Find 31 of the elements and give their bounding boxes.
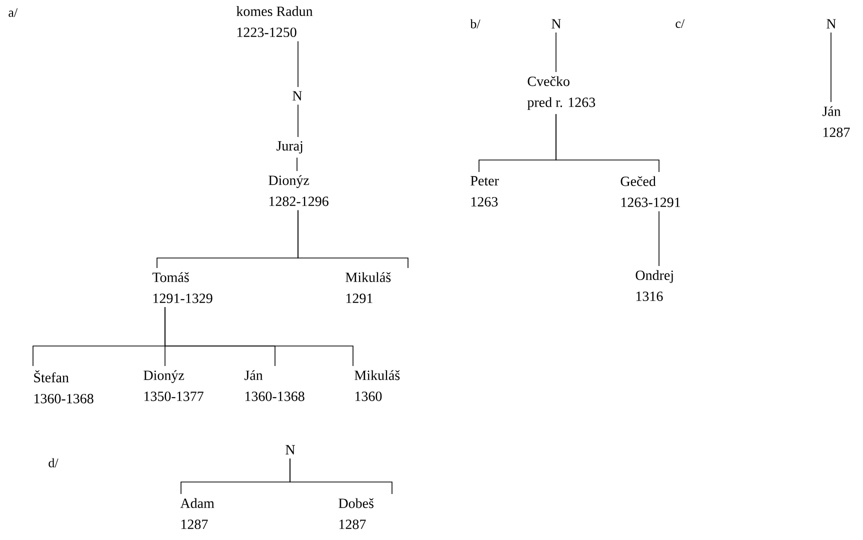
person-entry: N <box>292 91 302 100</box>
tree-line <box>164 306 354 366</box>
person-entry: N <box>826 19 836 28</box>
person-entry: Dionýz 1350-1377 <box>144 370 204 402</box>
person-entry: Dobeš 1287 <box>338 498 374 530</box>
panel-label: c/ <box>676 19 685 28</box>
person-entry: Cvečko pred r. 1263 <box>527 76 596 110</box>
person-entry: N <box>286 445 295 454</box>
person-entry: komes Radun 1223-1250 <box>236 6 313 38</box>
tree-line <box>658 210 660 266</box>
person-entry: Ondrej 1316 <box>636 270 673 302</box>
person-entry: Adam 1287 <box>180 498 214 530</box>
panel-label: a/ <box>8 8 18 17</box>
person-entry: Tomáš 1291-1329 <box>152 272 212 304</box>
tree-line <box>290 458 392 494</box>
person-entry: Dionýz 1282-1296 <box>268 175 328 206</box>
panel-label: d/ <box>48 458 58 468</box>
person-entry: Ján 1287 <box>822 106 850 138</box>
panel-label: b/ <box>470 19 480 28</box>
person-entry: Juraj <box>276 141 302 154</box>
tree-line <box>296 157 298 172</box>
tree-line <box>556 114 660 172</box>
person-entry: Ján 1360-1368 <box>244 370 304 402</box>
tree-line <box>830 32 832 102</box>
person-entry: Štefan 1360-1368 <box>34 370 94 404</box>
person-entry: Peter 1263 <box>470 176 499 206</box>
person-entry: Mikuláš 1360 <box>354 370 400 402</box>
tree-line <box>298 210 408 268</box>
person-entry: N <box>552 19 561 28</box>
person-entry: Mikuláš 1291 <box>346 272 391 304</box>
person-entry: Gečed 1263-1291 <box>620 176 680 208</box>
